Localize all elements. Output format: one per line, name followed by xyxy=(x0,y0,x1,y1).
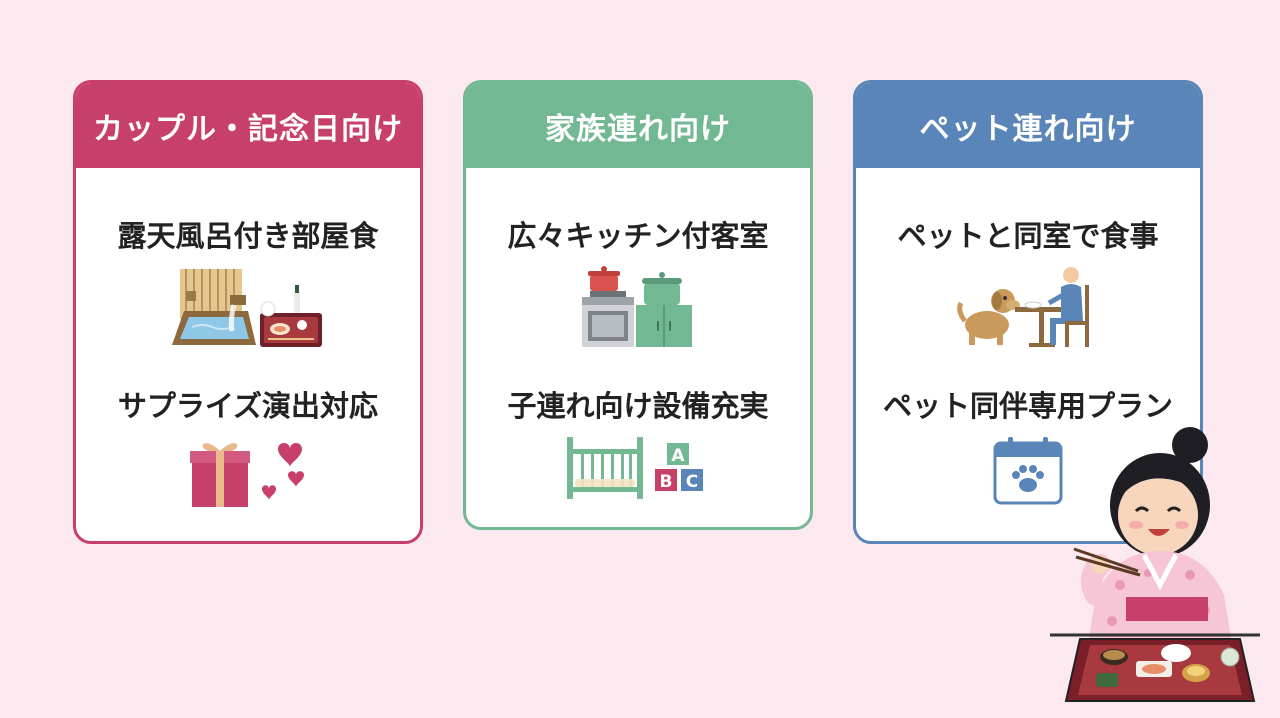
dog-and-person-dining-icon xyxy=(856,265,1200,349)
calendar-paw-icon xyxy=(856,435,1200,505)
feature-title: 露天風呂付き部屋食 xyxy=(117,219,379,253)
feature-title: 広々キッチン付客室 xyxy=(507,219,769,253)
kitchen-stove-and-pots-icon xyxy=(466,265,810,349)
card-family: 家族連れ向け 広々キッチン付客室 子連れ向け設備充実 xyxy=(463,80,813,530)
gift-with-hearts-icon xyxy=(76,435,420,509)
block-letter-b: B xyxy=(660,472,673,492)
feature-title: サプライズ演出対応 xyxy=(117,389,379,423)
card-header-pet: ペット連れ向け xyxy=(856,83,1200,168)
feature-title: ペットと同室で食事 xyxy=(897,219,1159,253)
crib-and-abc-blocks-icon: A B C xyxy=(466,435,810,501)
open-air-bath-and-meal-tray-icon xyxy=(76,265,420,351)
kimono-woman-eating-meal-icon xyxy=(1040,425,1280,714)
card-header-family: 家族連れ向け xyxy=(466,83,810,168)
card-header-couple: カップル・記念日向け xyxy=(76,83,420,168)
card-couple: カップル・記念日向け 露天風呂付き部屋食 xyxy=(73,80,423,544)
block-letter-a: A xyxy=(671,446,685,466)
feature-title: 子連れ向け設備充実 xyxy=(507,389,769,423)
feature-title: ペット同伴専用プラン xyxy=(882,389,1173,423)
block-letter-c: C xyxy=(686,472,698,492)
